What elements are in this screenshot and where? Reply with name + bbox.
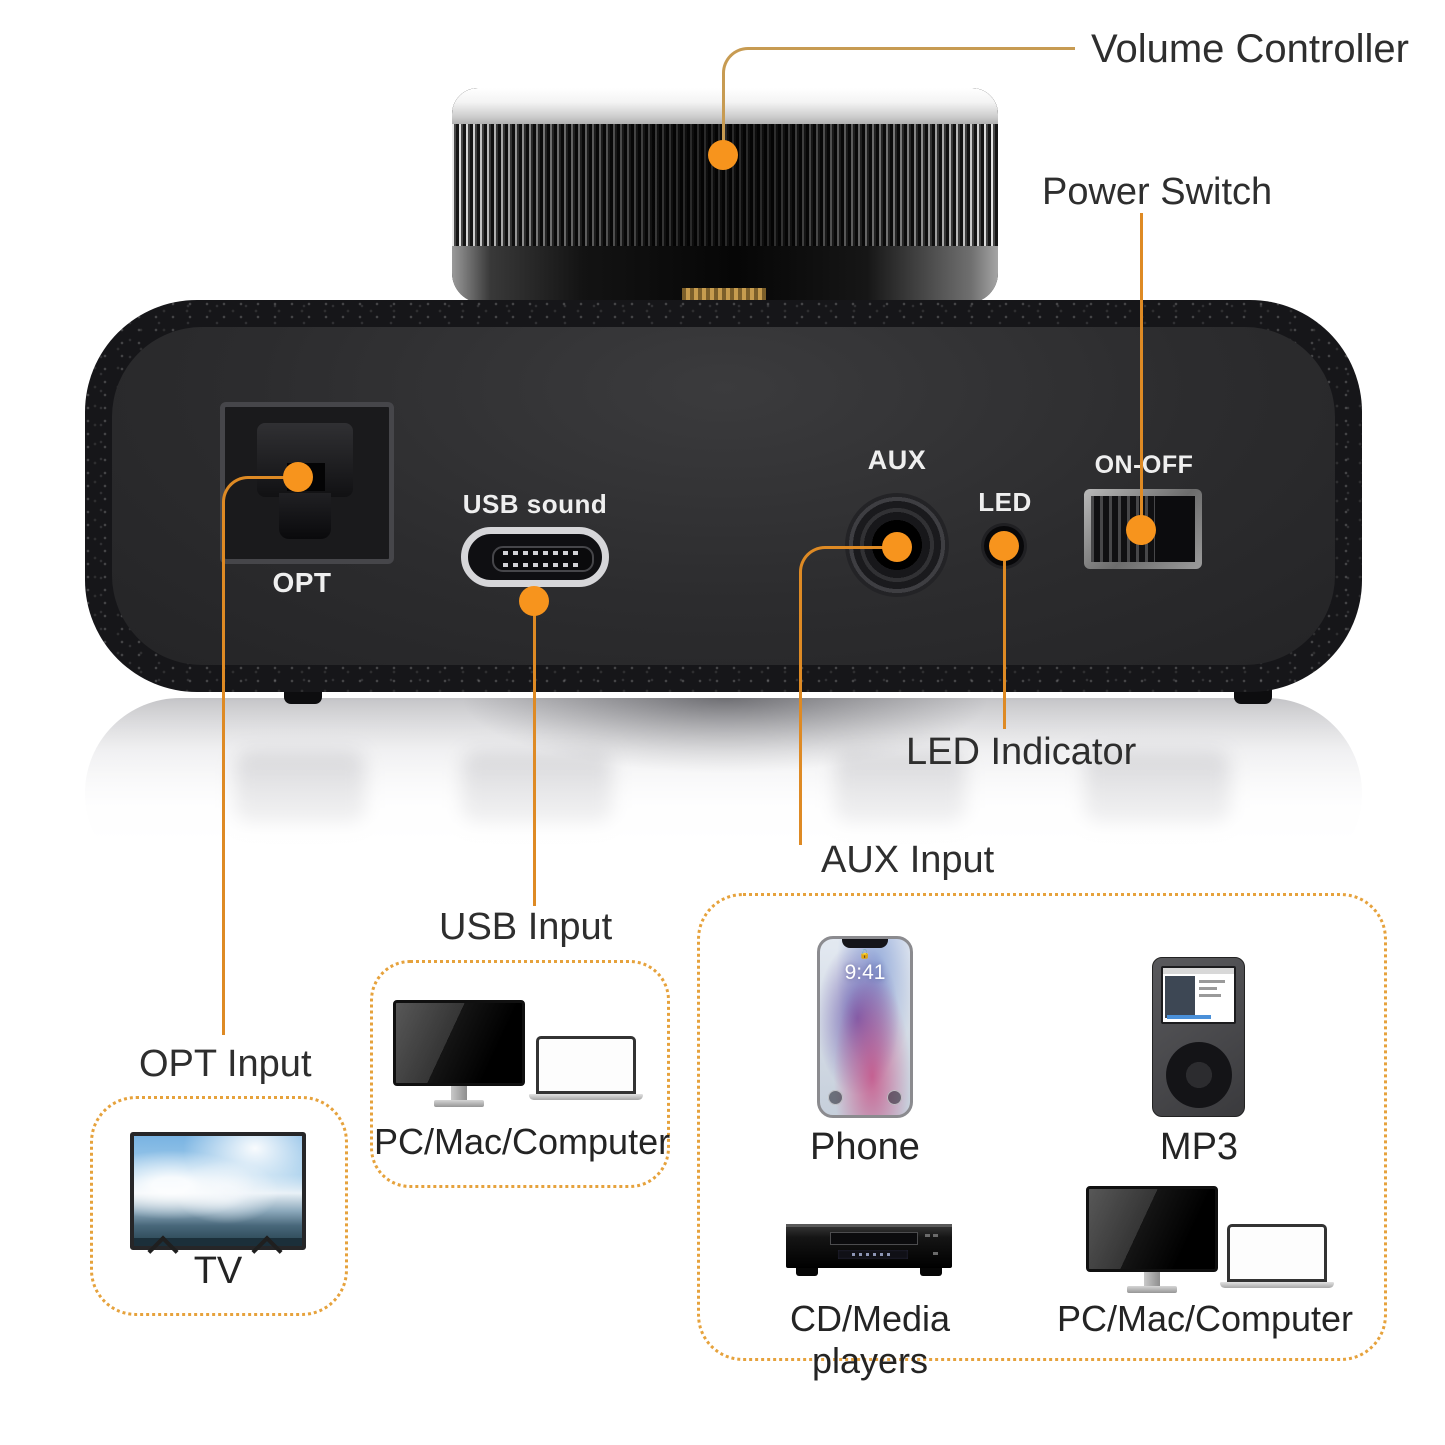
- volume-controller-callout: Volume Controller: [1091, 27, 1409, 71]
- opt-input-title: OPT Input: [139, 1043, 312, 1085]
- reflection-fade: [60, 698, 1390, 908]
- camera-icon: [887, 1090, 902, 1105]
- laptop-screen: [536, 1036, 636, 1094]
- tv-picture: [134, 1136, 302, 1238]
- laptop-screen: [1227, 1224, 1327, 1282]
- aux-leader-line: [799, 546, 900, 845]
- cd-media-label: CD/Media players: [789, 1298, 951, 1381]
- tv-bottom-strip: [134, 1238, 302, 1246]
- usb-c-port: [461, 527, 609, 587]
- phone-label: Phone: [810, 1126, 920, 1168]
- imac-icon: [1086, 1186, 1218, 1296]
- ipod-progress-bar: [1167, 1015, 1211, 1019]
- mp3-label: MP3: [1159, 1126, 1239, 1168]
- tv-label: TV: [193, 1250, 243, 1292]
- imac-stand: [451, 1086, 467, 1100]
- cd-player-foot: [796, 1268, 818, 1276]
- usb-leader-line: [533, 600, 536, 906]
- usb-dot-marker: [519, 586, 549, 616]
- usb-input-box: [370, 960, 670, 1188]
- aux-input-box: [697, 893, 1387, 1361]
- ipod-click-wheel: [1165, 1042, 1232, 1108]
- cd-player-tray: [830, 1232, 918, 1245]
- usb-pc-label: PC/Mac/Computer: [374, 1121, 671, 1162]
- aux-input-title: AUX Input: [821, 839, 995, 881]
- cd-player-foot: [920, 1268, 942, 1276]
- ipod-titlebar: [1163, 968, 1234, 974]
- cd-player-top-edge: [786, 1224, 952, 1227]
- led-leader-line: [1003, 546, 1006, 729]
- tv-icon: [130, 1132, 306, 1274]
- imac-screen: [1086, 1186, 1218, 1272]
- led-label: LED: [978, 487, 1032, 517]
- volume-leader-line: [722, 47, 1075, 160]
- aux-pc-label: PC/Mac/Computer: [1056, 1298, 1354, 1339]
- imac-base: [1127, 1286, 1177, 1293]
- cd-player-display: [838, 1250, 908, 1259]
- cd-player-icon: [786, 1224, 952, 1276]
- phone-notch: [842, 939, 888, 948]
- volume-dot-marker: [708, 140, 738, 170]
- opt-input-box: [90, 1096, 348, 1316]
- laptop-icon: [529, 1036, 643, 1102]
- usb-input-title: USB Input: [439, 906, 613, 948]
- laptop-icon: [1220, 1224, 1334, 1290]
- phone-icon: 🔓 9:41: [817, 936, 913, 1118]
- opt-leader-line: [222, 476, 301, 1035]
- mp3-player-icon: [1152, 957, 1245, 1117]
- power-switch-callout: Power Switch: [1042, 171, 1273, 213]
- power-dot-marker: [1126, 515, 1156, 545]
- usb-port-label: USB sound: [462, 489, 608, 519]
- laptop-base: [529, 1094, 643, 1100]
- imac-icon: [393, 1000, 525, 1110]
- opt-dot-marker: [283, 462, 313, 492]
- volume-knob: [452, 88, 998, 303]
- cd-player-button: [925, 1234, 930, 1237]
- led-indicator-callout: LED Indicator: [906, 731, 1137, 773]
- phone-lock-icon: 🔓: [859, 949, 871, 959]
- cd-player-button: [933, 1252, 938, 1255]
- usb-c-pins: [492, 546, 594, 572]
- imac-stand: [1144, 1272, 1160, 1286]
- power-leader-line: [1140, 213, 1143, 530]
- ipod-text-line: [1199, 987, 1217, 990]
- flashlight-icon: [828, 1090, 843, 1105]
- aux-jack-label: AUX: [867, 445, 927, 475]
- opt-port-label: OPT: [272, 567, 332, 598]
- ipod-text-line: [1199, 994, 1221, 997]
- power-switch-label: ON-OFF: [1094, 451, 1194, 479]
- imac-base: [434, 1100, 484, 1107]
- laptop-base: [1220, 1282, 1334, 1288]
- aux-dot-marker: [882, 532, 912, 562]
- phone-time: 9:41: [844, 961, 886, 984]
- knob-top-cap: [452, 88, 998, 128]
- imac-screen: [393, 1000, 525, 1086]
- ipod-text-line: [1199, 980, 1225, 983]
- tv-screen: [130, 1132, 306, 1250]
- cd-player-button: [933, 1234, 938, 1237]
- ipod-album-art: [1165, 976, 1195, 1018]
- ipod-screen: [1161, 966, 1236, 1024]
- led-dot-marker: [989, 531, 1019, 561]
